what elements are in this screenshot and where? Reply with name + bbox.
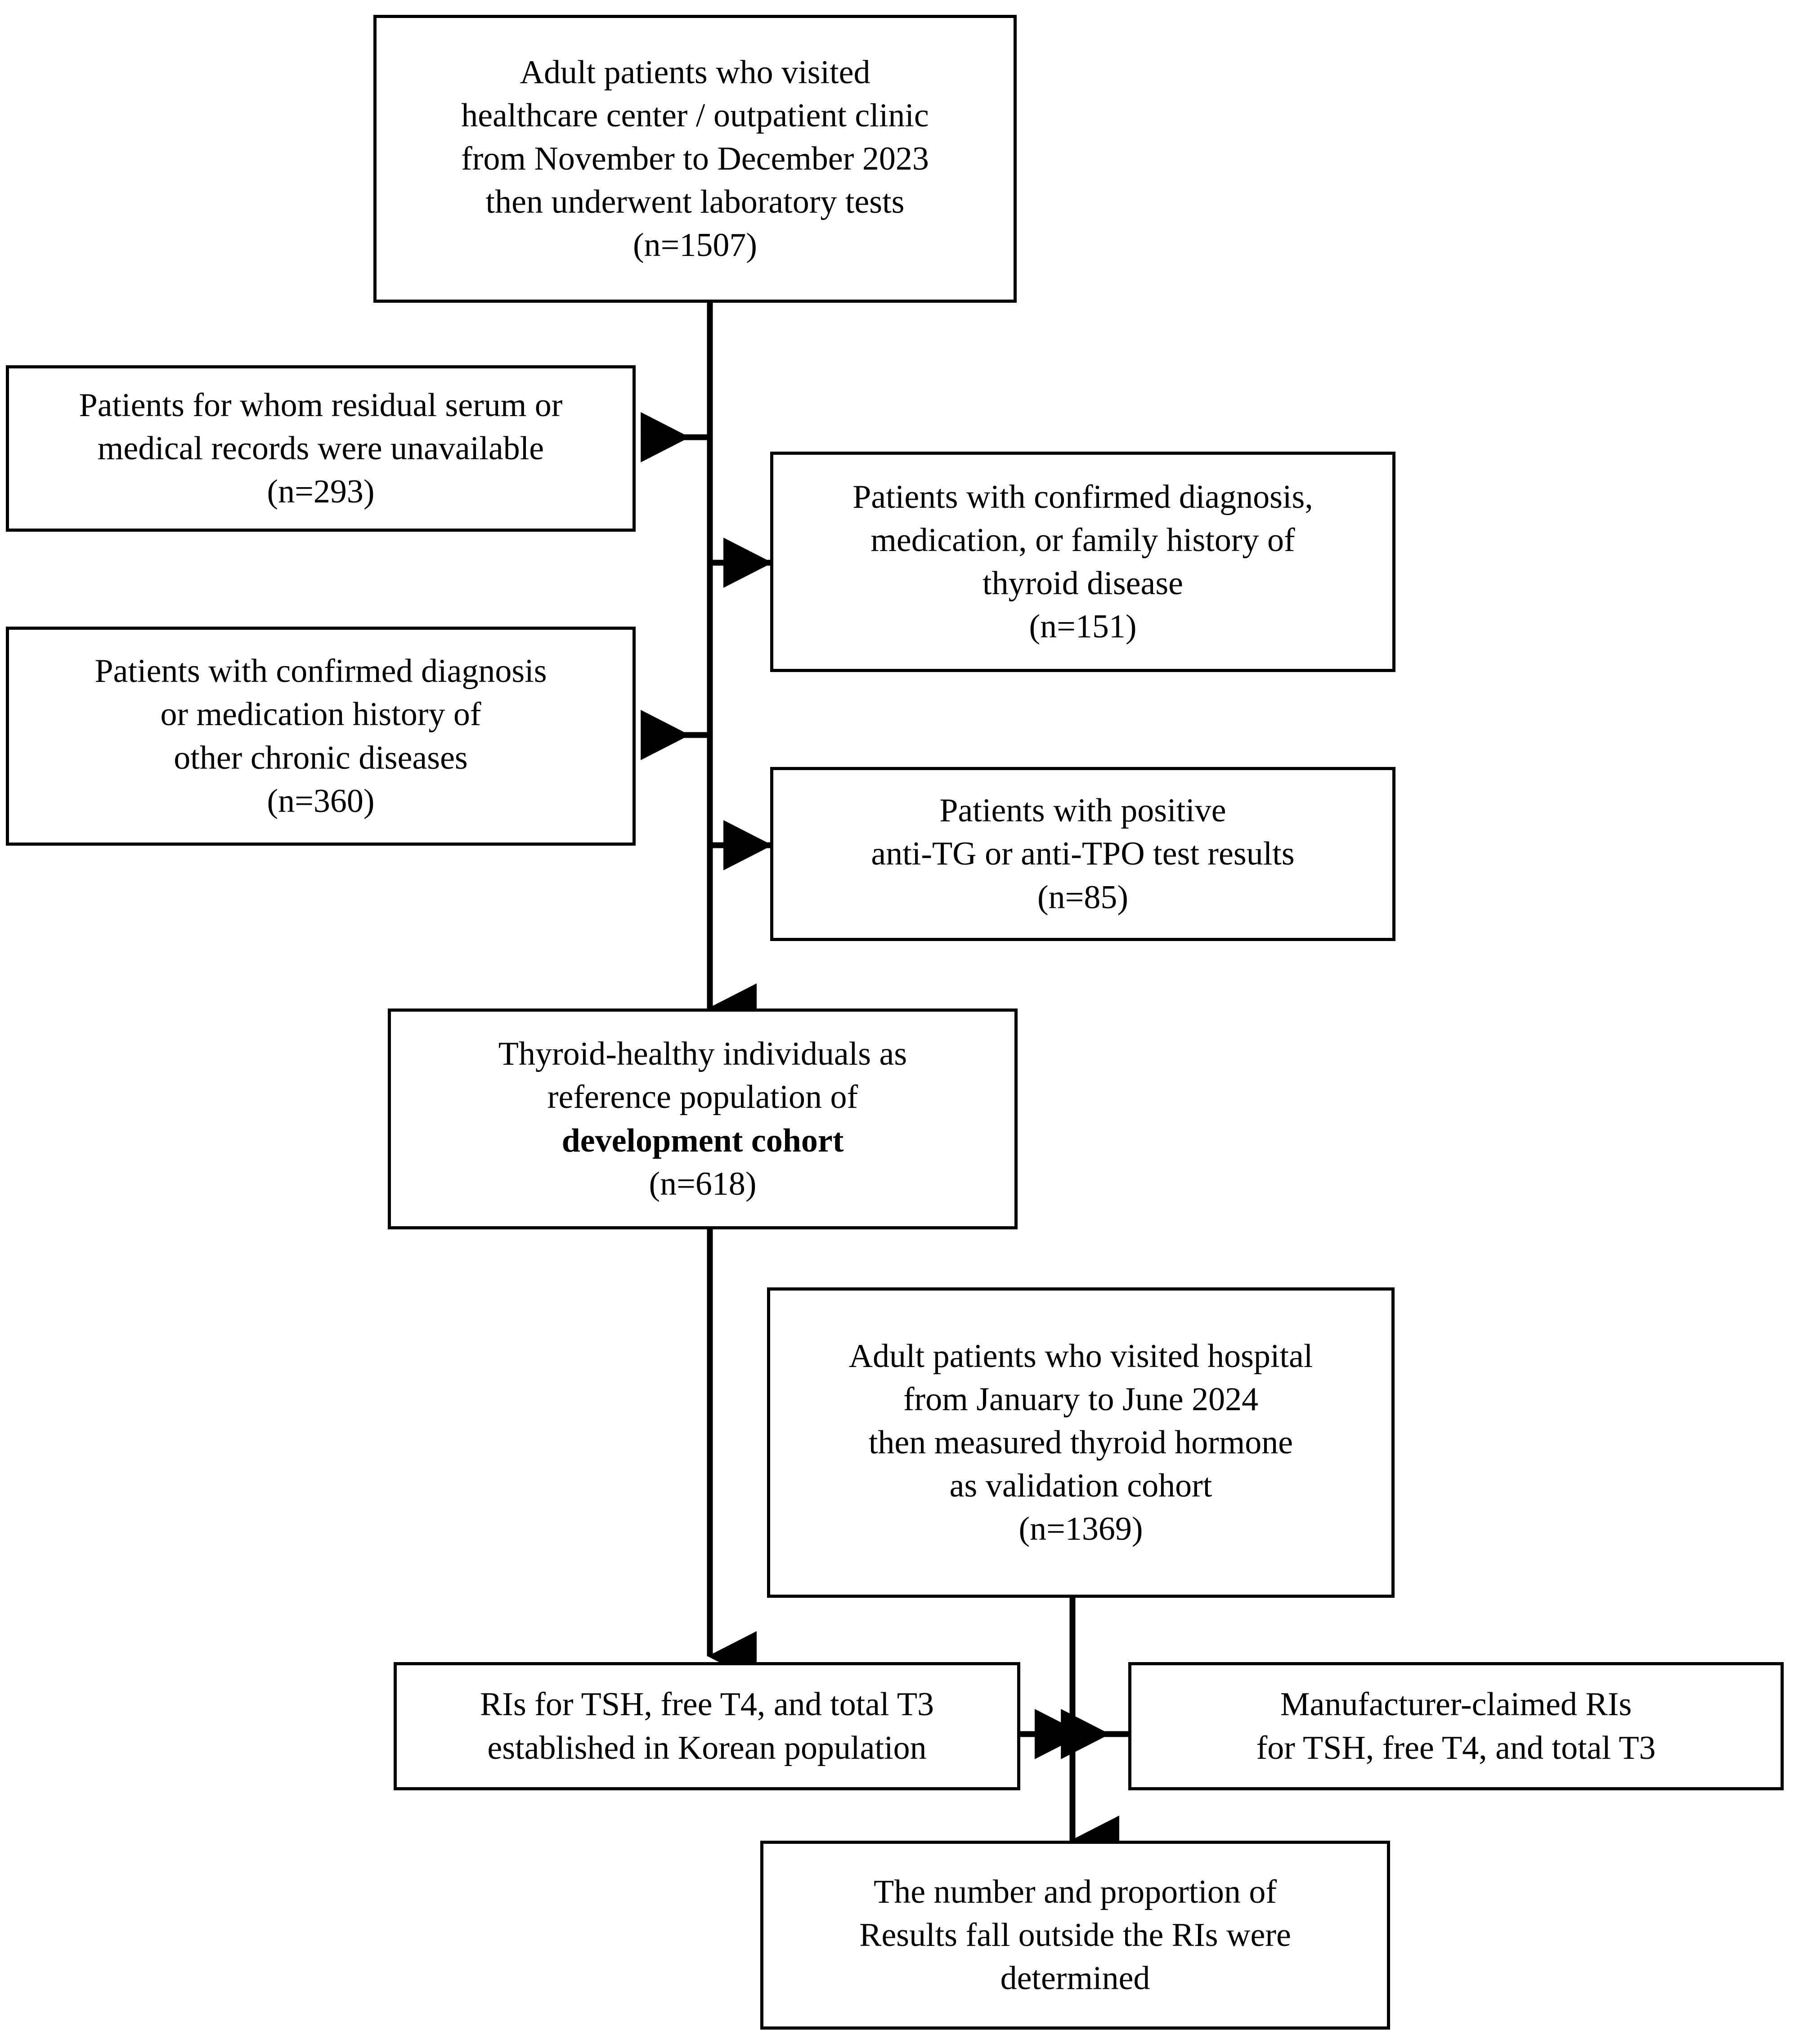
node-excluded-thyroid-disease[interactable]: Patients with confirmed diagnosis, medic… xyxy=(770,452,1395,672)
development-cohort-label: development cohort xyxy=(561,1122,844,1159)
node-korean-population-ris[interactable]: RIs for TSH, free T4, and total T3 estab… xyxy=(394,1662,1020,1790)
excluded-unavailable-line-1: Patients for whom residual serum or xyxy=(79,386,563,424)
excluded-thyroid-count: (n=151) xyxy=(1029,608,1137,645)
outcome-line-1: The number and proportion of xyxy=(874,1873,1277,1910)
validation-cohort-line-3: then measured thyroid hormone xyxy=(868,1424,1293,1461)
node-source-population[interactable]: Adult patients who visited healthcare ce… xyxy=(373,15,1017,303)
development-cohort-line-1: Thyroid-healthy individuals as xyxy=(498,1035,907,1073)
source-population-line-4: then underwent laboratory tests xyxy=(485,184,905,221)
validation-cohort-line-2: from January to June 2024 xyxy=(903,1381,1259,1418)
excluded-thyroid-line-3: thyroid disease xyxy=(982,565,1183,602)
node-excluded-unavailable-records[interactable]: Patients for whom residual serum or medi… xyxy=(6,365,636,532)
node-manufacturer-claimed-ris[interactable]: Manufacturer-claimed RIs for TSH, free T… xyxy=(1128,1662,1784,1790)
source-population-count: (n=1507) xyxy=(633,227,758,264)
excluded-unavailable-line-2: medical records were unavailable xyxy=(97,430,544,467)
source-population-line-2: healthcare center / outpatient clinic xyxy=(461,97,929,134)
manufacturer-ris-line-1: Manufacturer-claimed RIs xyxy=(1280,1686,1632,1723)
development-cohort-count: (n=618) xyxy=(649,1165,757,1202)
source-population-line-3: from November to December 2023 xyxy=(461,140,929,177)
excluded-unavailable-count: (n=293) xyxy=(267,473,375,511)
node-outcome-determination[interactable]: The number and proportion of Results fal… xyxy=(760,1841,1390,2030)
outcome-line-3: determined xyxy=(1000,1960,1150,1997)
node-validation-cohort[interactable]: Adult patients who visited hospital from… xyxy=(767,1287,1395,1598)
excluded-antibody-line-2: anti-TG or anti-TPO test results xyxy=(871,835,1295,873)
validation-cohort-prefix: as xyxy=(949,1467,986,1505)
validation-cohort-line-1: Adult patients who visited hospital xyxy=(848,1337,1313,1375)
excluded-chronic-line-3: other chronic diseases xyxy=(174,739,468,776)
node-development-cohort[interactable]: Thyroid-healthy individuals as reference… xyxy=(388,1009,1018,1229)
node-excluded-chronic-disease[interactable]: Patients with confirmed diagnosis or med… xyxy=(6,627,636,846)
excluded-thyroid-line-2: medication, or family history of xyxy=(870,521,1295,559)
excluded-chronic-count: (n=360) xyxy=(267,782,375,820)
excluded-antibody-line-1: Patients with positive xyxy=(939,792,1226,829)
validation-cohort-label-line: as validation cohort xyxy=(950,1464,1212,1507)
manufacturer-ris-line-2: for TSH, free T4, and total T3 xyxy=(1256,1729,1656,1766)
korean-ris-line-1: RIs for TSH, free T4, and total T3 xyxy=(480,1686,934,1723)
development-cohort-line-2: reference population of xyxy=(547,1079,858,1116)
validation-cohort-count: (n=1369) xyxy=(1018,1511,1143,1548)
excluded-chronic-line-1: Patients with confirmed diagnosis xyxy=(94,653,547,690)
validation-cohort-label: validation cohort xyxy=(985,1467,1212,1505)
excluded-antibody-count: (n=85) xyxy=(1037,879,1129,916)
node-excluded-positive-antibody[interactable]: Patients with positive anti-TG or anti-T… xyxy=(770,767,1395,941)
excluded-thyroid-line-1: Patients with confirmed diagnosis, xyxy=(852,478,1313,515)
korean-ris-line-2: established in Korean population xyxy=(487,1729,927,1766)
excluded-chronic-line-2: or medication history of xyxy=(160,696,481,733)
source-population-line-1: Adult patients who visited xyxy=(520,54,870,91)
outcome-line-2: Results fall outside the RIs were xyxy=(859,1916,1291,1954)
